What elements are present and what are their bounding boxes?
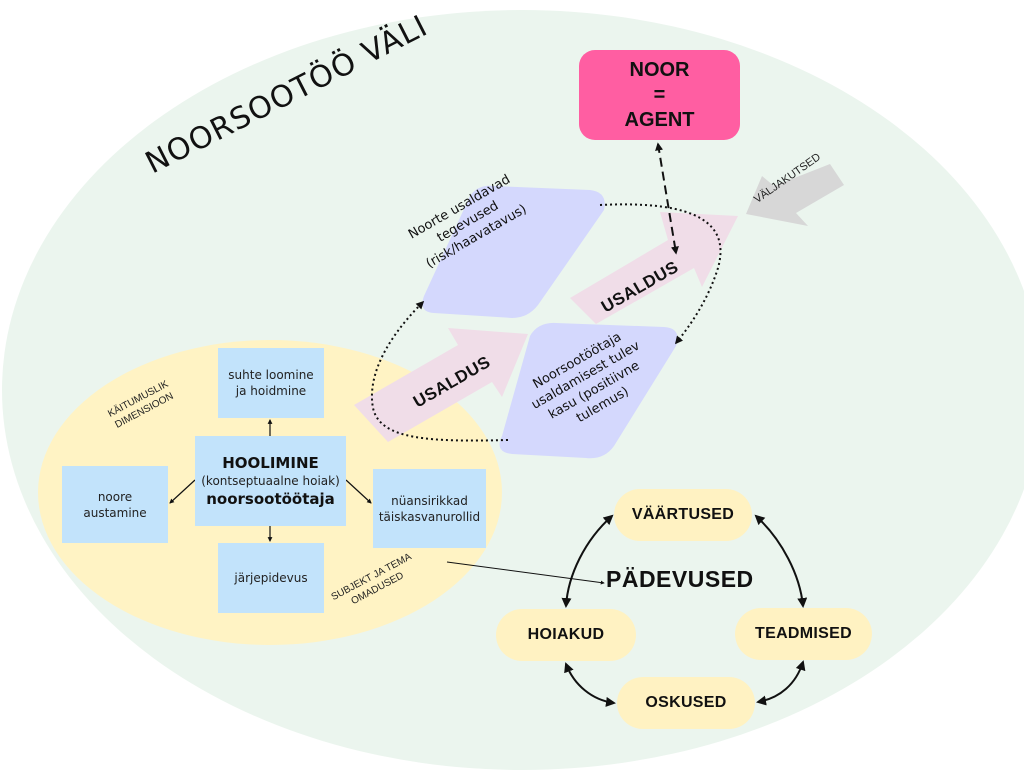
relationship-box: suhte loomine ja hoidmine <box>218 348 324 418</box>
subject-to-competences-line <box>446 561 605 585</box>
caring-role: noorsootöötaja <box>206 489 335 508</box>
competence-skills: OSKUSED <box>617 677 755 729</box>
connector-to-roles <box>345 479 372 504</box>
competence-attitudes: HOIAKUD <box>496 609 636 661</box>
respect-line: austamine <box>83 505 147 520</box>
agent-trust-dashed-arrow <box>655 142 679 255</box>
attitudes-skills-arrow <box>564 662 616 707</box>
agent-line-1: NOOR <box>629 58 690 81</box>
respect-box: noore austamine <box>62 466 168 543</box>
trust-arrow-2 <box>570 212 738 324</box>
values-knowledge-arrow <box>754 514 808 608</box>
competence-knowledge: TEADMISED <box>735 608 872 660</box>
caring-center-box: HOOLIMINE (kontseptuaalne hoiak) noorsoo… <box>195 436 346 526</box>
trust-cycle-dotted-arc-left <box>370 300 509 442</box>
respect-line: noore <box>97 489 133 504</box>
caring-title: HOOLIMINE <box>222 453 319 472</box>
youth-actions-rhombus <box>422 185 605 318</box>
connector-to-respect <box>169 479 196 504</box>
competence-values: VÄÄRTUSED <box>614 489 752 541</box>
competences-title: PÄDEVUSED <box>606 566 754 592</box>
challenge-arrow <box>746 164 844 226</box>
agent-line-2: = <box>653 83 666 106</box>
trust-arrow-1 <box>354 328 528 442</box>
trust-cycle-dotted-arc-right <box>599 203 722 345</box>
relationship-line: ja hoidmine <box>235 384 307 398</box>
roles-line: nüansirikkad <box>391 493 468 508</box>
youth-agent-box: NOOR = AGENT <box>579 50 740 140</box>
consistency-line: järjepidevus <box>234 571 308 585</box>
worker-benefit-rhombus <box>499 322 678 459</box>
values-attitudes-arrow <box>561 514 614 608</box>
relationship-line: suhte loomine <box>228 368 314 382</box>
roles-line: täiskasvanurollid <box>378 509 481 524</box>
adult-roles-box: nüansirikkad täiskasvanurollid <box>373 469 486 548</box>
knowledge-skills-arrow <box>756 660 806 706</box>
agent-line-3: AGENT <box>624 108 695 131</box>
caring-subtitle: (kontseptuaalne hoiak) <box>201 473 340 488</box>
consistency-box: järjepidevus <box>218 543 324 613</box>
